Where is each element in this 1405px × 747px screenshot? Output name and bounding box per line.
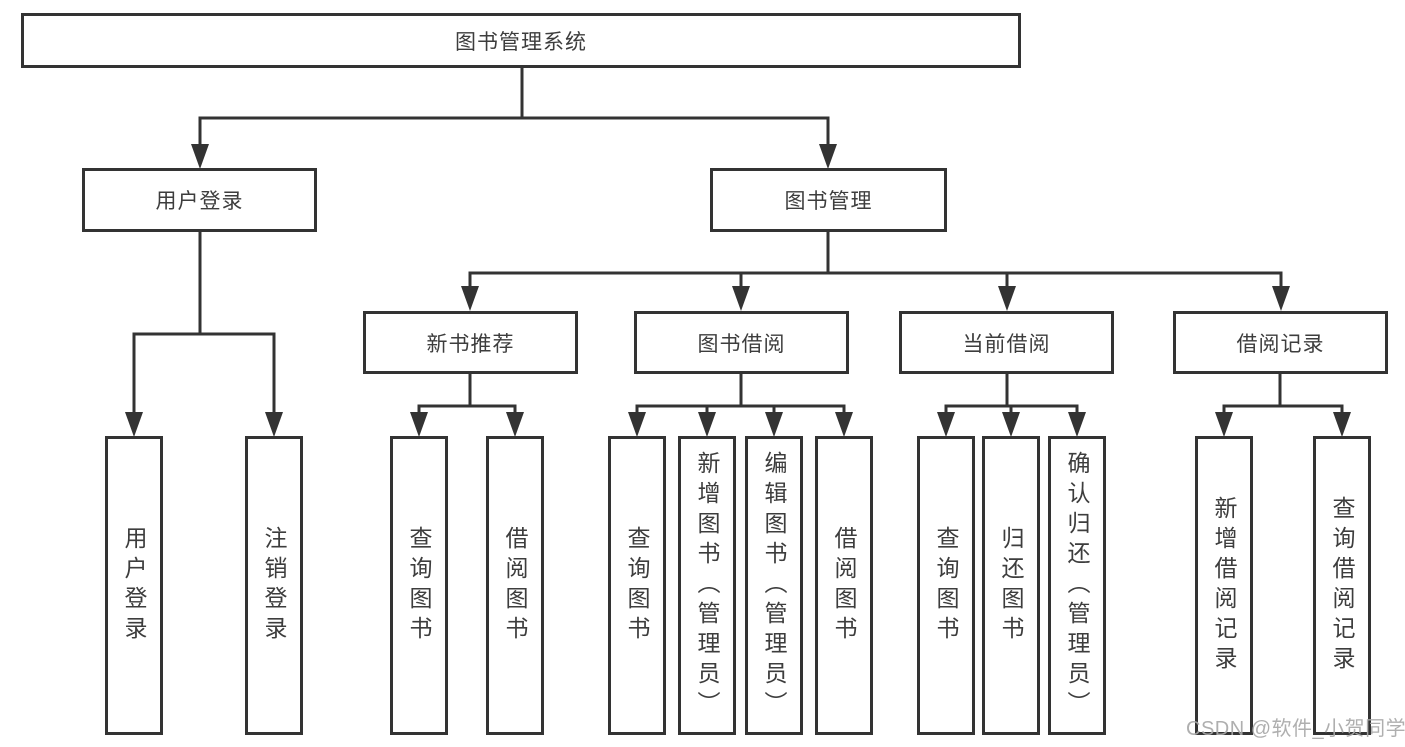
node-add-book-admin: 新增图书（管理员） — [678, 436, 736, 735]
node-book-borrowing: 图书借阅 — [634, 311, 849, 374]
arrow-down-icon — [461, 286, 479, 311]
node-new-book-recommend: 新书推荐 — [363, 311, 578, 374]
arrow-down-icon — [765, 412, 783, 437]
node-query-books-borrowing: 查询图书 — [608, 436, 666, 735]
arrow-down-icon — [937, 412, 955, 437]
node-borrow-records: 借阅记录 — [1173, 311, 1388, 374]
arrow-down-icon — [628, 412, 646, 437]
node-book-management-module: 图书管理 — [710, 168, 947, 232]
node-query-books-current: 查询图书 — [917, 436, 975, 735]
node-logout: 注销登录 — [245, 436, 303, 735]
arrow-down-icon — [410, 412, 428, 437]
node-library-management-system: 图书管理系统 — [21, 13, 1021, 68]
node-query-borrow-record: 查询借阅记录 — [1313, 436, 1371, 735]
node-user-login: 用户登录 — [105, 436, 163, 735]
arrow-down-icon — [1272, 286, 1290, 311]
arrow-down-icon — [732, 286, 750, 311]
arrow-down-icon — [698, 412, 716, 437]
arrow-down-icon — [1333, 412, 1351, 437]
node-add-borrow-record: 新增借阅记录 — [1195, 436, 1253, 735]
csdn-watermark: CSDN @软件_小贺同学 — [1186, 718, 1405, 740]
node-confirm-return-admin: 确认归还（管理员） — [1048, 436, 1106, 735]
node-user-login-module: 用户登录 — [82, 168, 317, 232]
node-query-books-recommend: 查询图书 — [390, 436, 448, 735]
node-edit-book-admin: 编辑图书（管理员） — [745, 436, 803, 735]
arrow-down-icon — [191, 144, 209, 169]
arrow-down-icon — [1068, 412, 1086, 437]
arrow-down-icon — [125, 412, 143, 437]
node-return-book: 归还图书 — [982, 436, 1040, 735]
node-borrow-books-recommend: 借阅图书 — [486, 436, 544, 735]
arrow-down-icon — [819, 144, 837, 169]
arrow-down-icon — [1215, 412, 1233, 437]
arrow-down-icon — [265, 412, 283, 437]
node-borrow-books: 借阅图书 — [815, 436, 873, 735]
arrow-down-icon — [998, 286, 1016, 311]
arrow-down-icon — [1002, 412, 1020, 437]
node-current-borrowing: 当前借阅 — [899, 311, 1114, 374]
arrow-down-icon — [506, 412, 524, 437]
arrow-down-icon — [835, 412, 853, 437]
